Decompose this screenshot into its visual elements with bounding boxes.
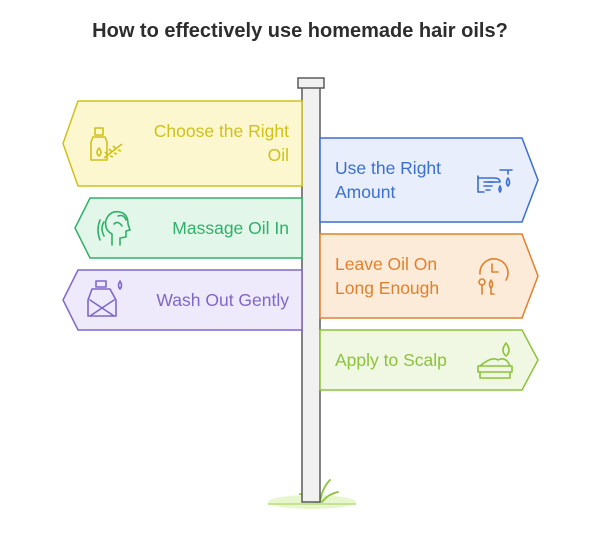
sign-leave-oil [319, 233, 539, 319]
clock-timer-icon [478, 258, 509, 295]
signpost-pole [301, 85, 321, 503]
head-massage-icon [97, 210, 131, 246]
sign-label-line: Oil [267, 145, 289, 165]
sign-label-wash-out: Wash Out Gently [130, 288, 289, 312]
sign-label-line: Wash Out Gently [156, 290, 289, 310]
sign-label-massage: Massage Oil In [140, 216, 289, 240]
oil-bottle-herb-icon [90, 127, 123, 161]
sign-label-choose-oil: Choose the Right Oil [125, 119, 289, 167]
sign-label-line: Amount [335, 182, 396, 202]
sign-massage [74, 197, 303, 259]
signpost-cap [297, 77, 325, 89]
diagram-title: How to effectively use homemade hair oil… [92, 20, 508, 42]
sign-wash-out [62, 269, 303, 331]
sign-label-apply-scalp: Apply to Scalp [335, 348, 475, 372]
sign-right-amount [319, 137, 539, 223]
sign-label-leave-oil: Leave Oil On Long Enough [335, 252, 475, 300]
sign-label-line: Massage Oil In [172, 218, 289, 238]
cream-jar-drop-icon [477, 342, 513, 379]
sign-choose-oil [62, 100, 303, 187]
sign-apply-scalp [319, 329, 539, 391]
dropper-hand-icon [477, 169, 513, 193]
sign-label-line: Leave Oil On [335, 254, 438, 274]
shampoo-bottle-icon [87, 280, 123, 317]
sign-label-line: Long Enough [335, 278, 440, 298]
sign-label-right-amount: Use the Right Amount [335, 156, 475, 204]
sign-label-line: Use the Right [335, 158, 442, 178]
sign-label-line: Choose the Right [153, 121, 289, 141]
sign-label-line: Apply to Scalp [335, 350, 447, 370]
